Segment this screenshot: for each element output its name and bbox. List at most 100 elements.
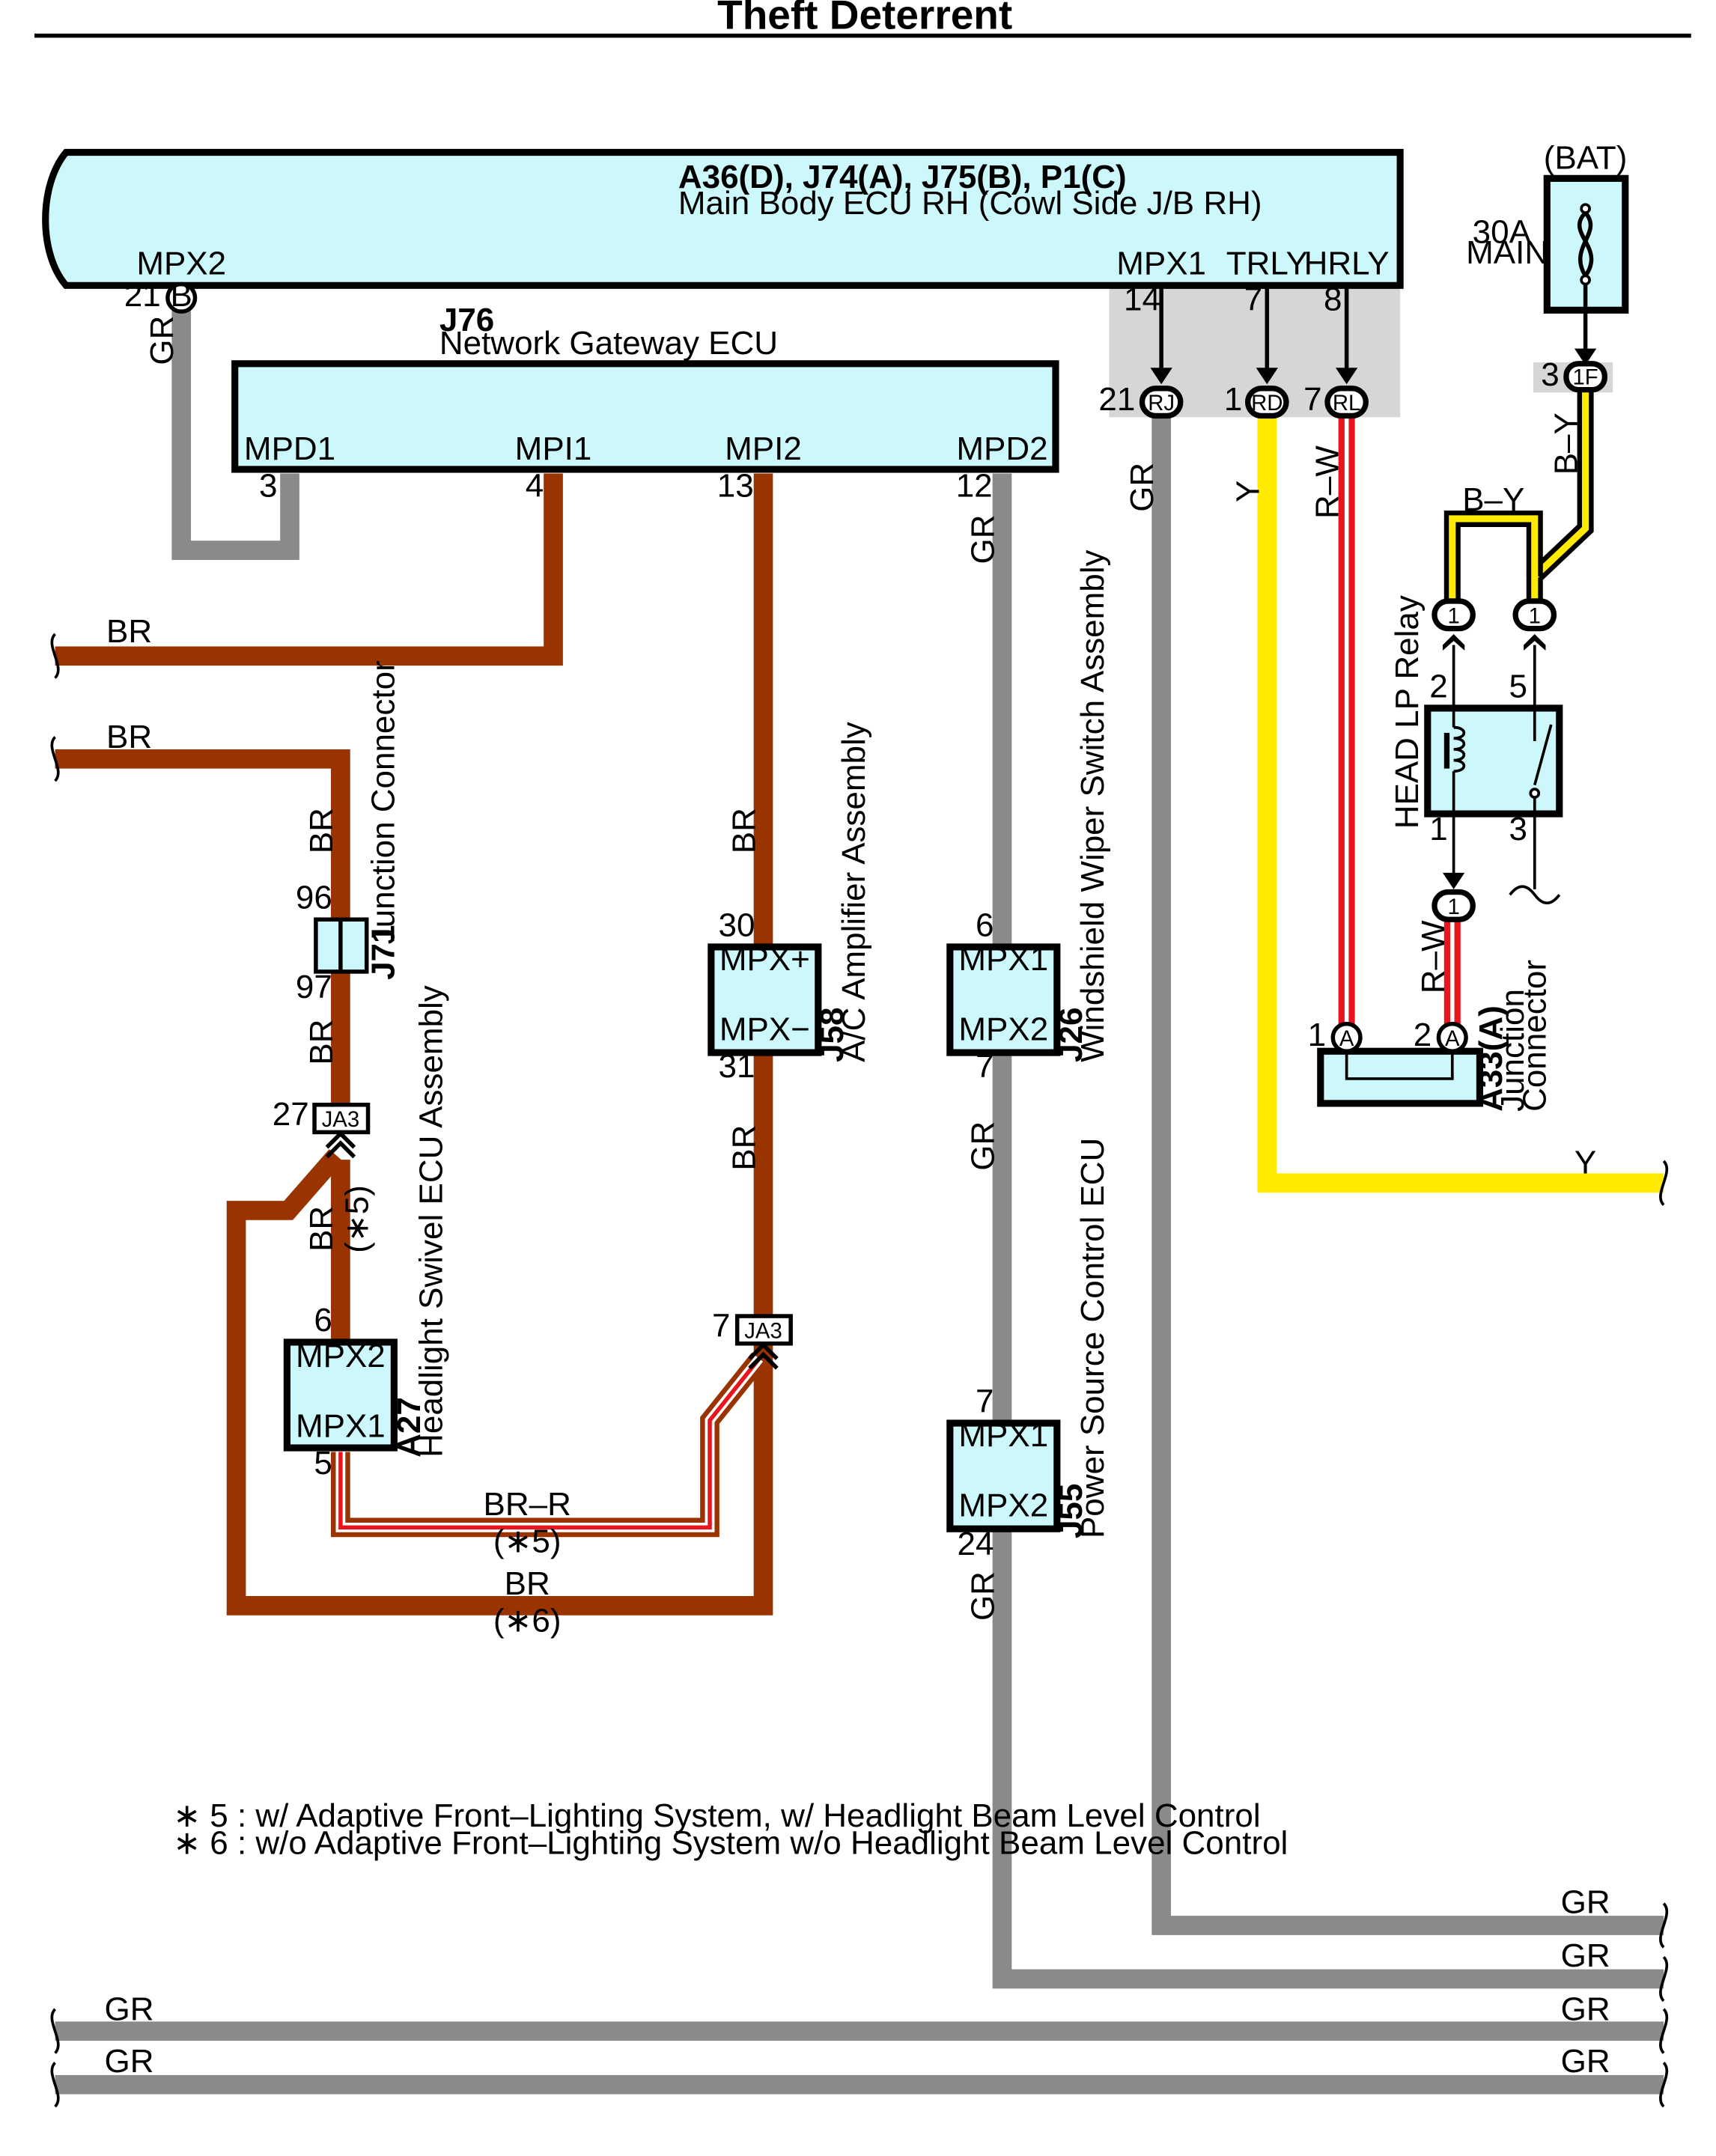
j58-pin-bottom: 31	[719, 1048, 755, 1085]
main-ecu-pin-mpx2-num: 21	[124, 277, 161, 314]
label-gr-rj: GR	[1124, 463, 1160, 512]
label-star5-brr: (∗5)	[493, 1523, 562, 1559]
j58-name: A/C Amplifier Assembly	[836, 722, 872, 1062]
j55-pin-bottom-label: MPX2	[958, 1487, 1048, 1524]
label-rw-rl: R–W	[1309, 445, 1346, 519]
label-by-vertical: B–Y	[1548, 412, 1585, 475]
a33-conn-a-left-label: A	[1339, 1026, 1354, 1051]
label-br-a27: BR	[303, 1206, 340, 1252]
j55-pin-top: 7	[976, 1383, 994, 1419]
j58-box	[708, 943, 822, 1056]
label-rw-relay: R–W	[1415, 920, 1452, 993]
main-ecu-name: Main Body ECU RH (Cowl Side J/B RH)	[678, 185, 1262, 222]
gateway-pin-mpi1-num: 4	[526, 468, 544, 505]
ja3-mid-num: 7	[712, 1308, 730, 1345]
wire-by-bat-relay	[1443, 391, 1594, 604]
a27-pin-bottom: 5	[314, 1445, 332, 1482]
gateway-pin-mpi1-label: MPI1	[515, 430, 592, 467]
label-gr-mpd2: GR	[964, 514, 1001, 564]
wire-gr-mpx2-mpd1	[171, 310, 299, 560]
connector-1f	[1563, 361, 1607, 393]
ja3-left-num: 27	[273, 1096, 309, 1133]
wire-gr-j55-right	[992, 1527, 1664, 1989]
wire-br-star6-loop	[226, 1149, 773, 1616]
arrow-rj	[1150, 368, 1172, 385]
relay-pin-2: 2	[1429, 668, 1447, 704]
relay-chevron-right	[1524, 633, 1546, 651]
ja3-left-chevron-icon	[325, 1130, 356, 1159]
label-star6: (∗6)	[493, 1603, 562, 1639]
label-by-horizontal: B–Y	[1462, 481, 1524, 518]
relay-coil-icon	[1443, 710, 1466, 814]
label-star5-a27: (∗5)	[339, 1185, 376, 1253]
relay-conn-top-left-label: 1	[1447, 603, 1459, 628]
ja3-mid-chevron-icon	[748, 1342, 779, 1370]
a33-pin-1: 1	[1308, 1017, 1326, 1053]
j71-code: J71	[365, 925, 401, 980]
j55-code: J55	[1053, 1484, 1089, 1538]
arrow-rd	[1256, 368, 1278, 385]
page-title: Theft Deterrent	[717, 0, 1012, 37]
label-gr-right-3: GR	[1561, 1991, 1610, 2028]
wire-y-rd-right	[1257, 415, 1664, 1193]
relay-conn-top-right-label: 1	[1529, 603, 1541, 628]
fuse-rating: 30A	[1473, 213, 1532, 250]
j58-code: J58	[814, 1008, 851, 1062]
j55-name: Power Source Control ECU	[1074, 1138, 1111, 1538]
main-ecu-pin-mpx1-label: MPX1	[1116, 246, 1206, 282]
wire-brr-star5	[331, 1352, 767, 1538]
main-ecu-pin-mpx1-num: 14	[1124, 281, 1160, 317]
main-ecu-pin-mpx2-label: MPX2	[136, 246, 226, 282]
gateway-pin-mpi2-label: MPI2	[725, 430, 802, 467]
label-br-mpi2: BR	[726, 808, 763, 853]
label-gr-right-2: GR	[1561, 1937, 1610, 1974]
a27-pin-top: 6	[314, 1302, 332, 1339]
break-marks	[50, 633, 1669, 2108]
a33-conn-a-left	[1330, 1021, 1363, 1054]
main-ecu-pin-hrly-num: 8	[1324, 281, 1342, 317]
gateway-pin-mpd1-label: MPD1	[244, 430, 335, 467]
relay-arrow-1	[1442, 872, 1465, 889]
j58-pin-bottom-label: MPX−	[719, 1011, 810, 1048]
connector-rl-label: RL	[1333, 391, 1361, 415]
connector-rd	[1244, 386, 1289, 419]
relay-switch-icon	[1529, 710, 1553, 814]
relay-conn-bottom	[1431, 889, 1476, 922]
label-br-j71-bottom: BR	[303, 1019, 340, 1065]
conn-rd-num: 1	[1224, 381, 1242, 418]
a33-name-1: Junction	[1494, 989, 1531, 1112]
relay-name: HEAD LP Relay	[1389, 595, 1426, 829]
label-br-j71-top: BR	[303, 808, 340, 853]
j71-name: Junction Connector	[365, 660, 401, 944]
conn-rj-num: 21	[1098, 381, 1135, 418]
connector-b-label: B	[171, 277, 192, 314]
relay-pin-5: 5	[1509, 668, 1527, 704]
label-gr-left-1: GR	[105, 1991, 154, 2028]
label-gr-j55: GR	[964, 1571, 1001, 1621]
wire-gr-rj-right	[1151, 415, 1664, 1935]
a27-pin-bottom-label: MPX1	[296, 1407, 386, 1444]
a33-name-2: Connector	[1516, 960, 1553, 1112]
gateway-name: Network Gateway ECU	[439, 325, 778, 362]
arrow-1f	[1574, 348, 1597, 365]
relay-ground-break	[1509, 885, 1561, 905]
j26-pin-top-label: MPX1	[958, 941, 1048, 978]
a33-code: A33(A)	[1473, 1005, 1509, 1112]
battery-label: (BAT)	[1544, 139, 1628, 176]
label-br-star6: BR	[505, 1565, 550, 1602]
a27-code: A27	[391, 1397, 428, 1458]
j55-pin-top-label: MPX1	[958, 1417, 1048, 1454]
label-y-rd: Y	[1229, 481, 1266, 502]
j71-pin-bottom: 97	[296, 969, 332, 1005]
relay-conn-top-left	[1431, 598, 1476, 632]
a33-conn-a-right	[1436, 1021, 1468, 1054]
label-brr: BR–R	[484, 1486, 571, 1523]
wire-br-mpi1	[55, 473, 563, 666]
relay-conn-top-right	[1512, 598, 1557, 632]
ja3-left-label: JA3	[322, 1107, 360, 1132]
fuse-icon	[1577, 203, 1594, 286]
connector-rl	[1324, 386, 1369, 419]
a33-internal-link	[1345, 1051, 1454, 1080]
gateway-pin-mpd2-label: MPD2	[956, 430, 1047, 467]
